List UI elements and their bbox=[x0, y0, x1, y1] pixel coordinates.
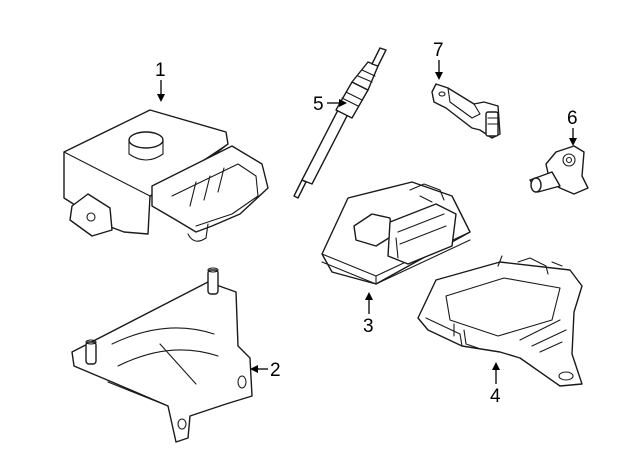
callout-7: 7 bbox=[433, 40, 444, 80]
callout-label-2: 2 bbox=[270, 360, 281, 381]
callout-label-1: 1 bbox=[155, 60, 166, 81]
callout-6: 6 bbox=[567, 108, 578, 146]
part-4-module-bracket[interactable] bbox=[417, 255, 583, 387]
callout-label-5: 5 bbox=[313, 94, 324, 115]
callout-label-6: 6 bbox=[567, 108, 578, 129]
part-7-bracket-sensor[interactable] bbox=[431, 83, 501, 139]
callout-2: 2 bbox=[250, 360, 281, 381]
part-3-control-unit[interactable] bbox=[321, 181, 471, 285]
callout-4: 4 bbox=[490, 362, 501, 407]
part-6-sensor[interactable] bbox=[529, 145, 589, 195]
part-5-glow-plug[interactable] bbox=[293, 47, 387, 199]
part-2-bracket[interactable] bbox=[71, 267, 253, 443]
callout-label-3: 3 bbox=[363, 316, 374, 337]
part-1-control-module[interactable] bbox=[63, 109, 269, 242]
callout-3: 3 bbox=[363, 292, 374, 337]
callout-label-7: 7 bbox=[433, 40, 444, 61]
callout-label-4: 4 bbox=[490, 386, 501, 407]
callout-1: 1 bbox=[155, 60, 166, 102]
callout-5: 5 bbox=[313, 94, 347, 115]
